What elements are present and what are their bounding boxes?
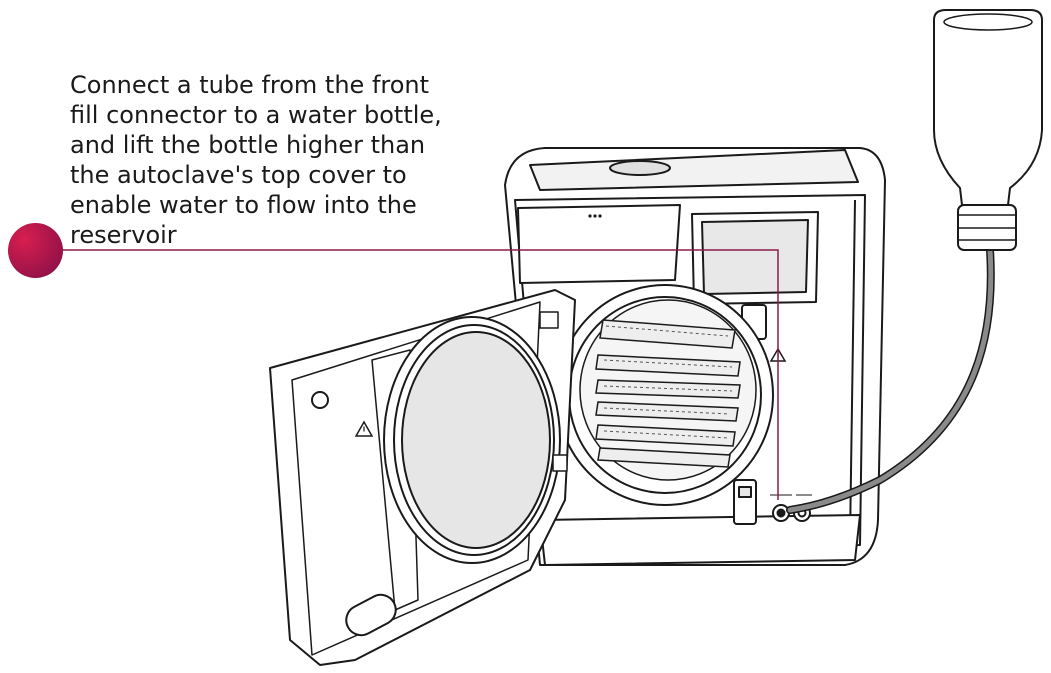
autoclave-door [269,289,576,666]
water-bottle [933,9,1043,251]
instruction-text: Connect a tube from the front fill conne… [70,71,442,249]
door-warning-triangle-icon [354,420,374,437]
callout-bullet [8,223,63,278]
instrument-trays [595,319,741,468]
callout-leader-line [60,249,779,500]
